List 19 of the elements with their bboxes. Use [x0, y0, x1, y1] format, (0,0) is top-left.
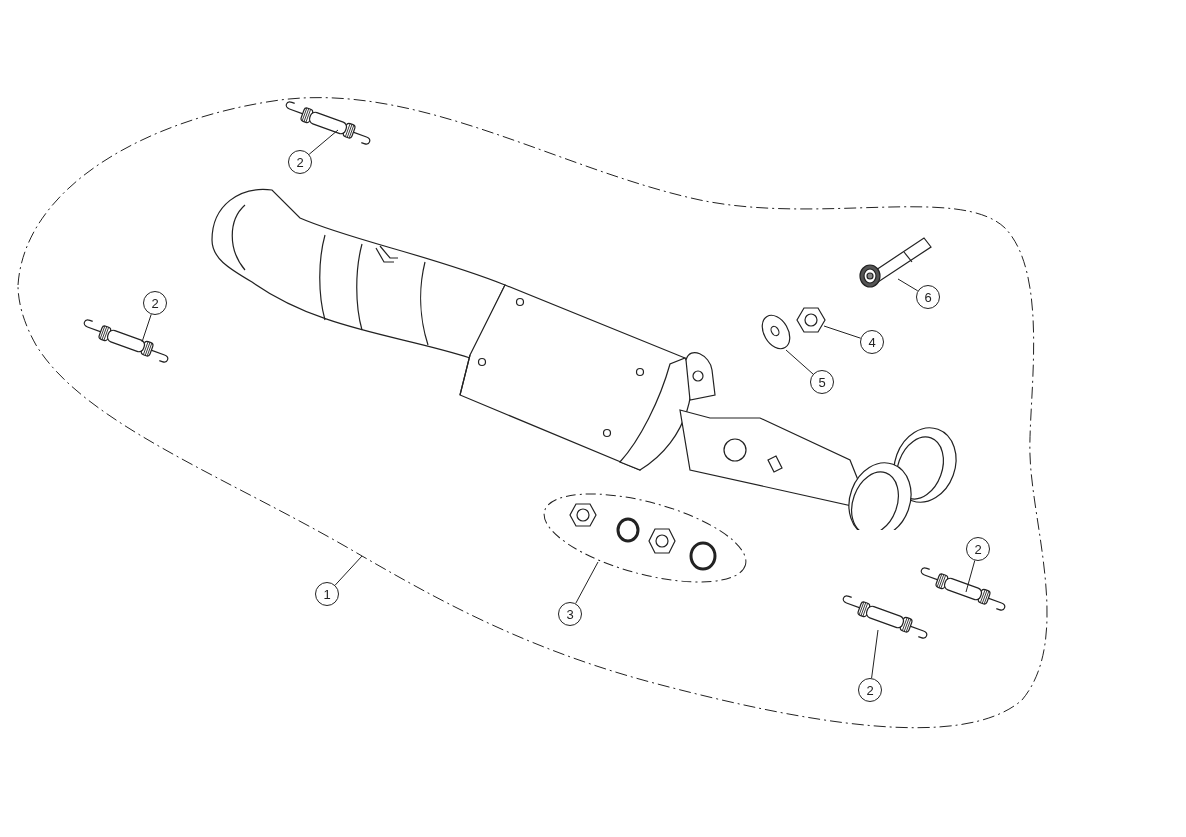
leader-line [823, 325, 862, 339]
leader-line [897, 278, 919, 292]
callout-number: 2 [143, 291, 167, 315]
leader-line [334, 555, 363, 586]
leader-line [575, 561, 599, 604]
callout-number: 5 [810, 370, 834, 394]
callout-number: 6 [916, 285, 940, 309]
callout-number: 2 [858, 678, 882, 702]
leader-line [308, 129, 339, 155]
callout-number: 3 [558, 602, 582, 626]
callout-number: 1 [315, 582, 339, 606]
leader-line [965, 560, 976, 593]
callout-number: 2 [288, 150, 312, 174]
leader-line [141, 313, 152, 343]
leader-line [871, 629, 879, 679]
leader-line [785, 349, 814, 375]
callout-number: 2 [966, 537, 990, 561]
nut-drawing [795, 305, 827, 335]
callout-number: 4 [860, 330, 884, 354]
